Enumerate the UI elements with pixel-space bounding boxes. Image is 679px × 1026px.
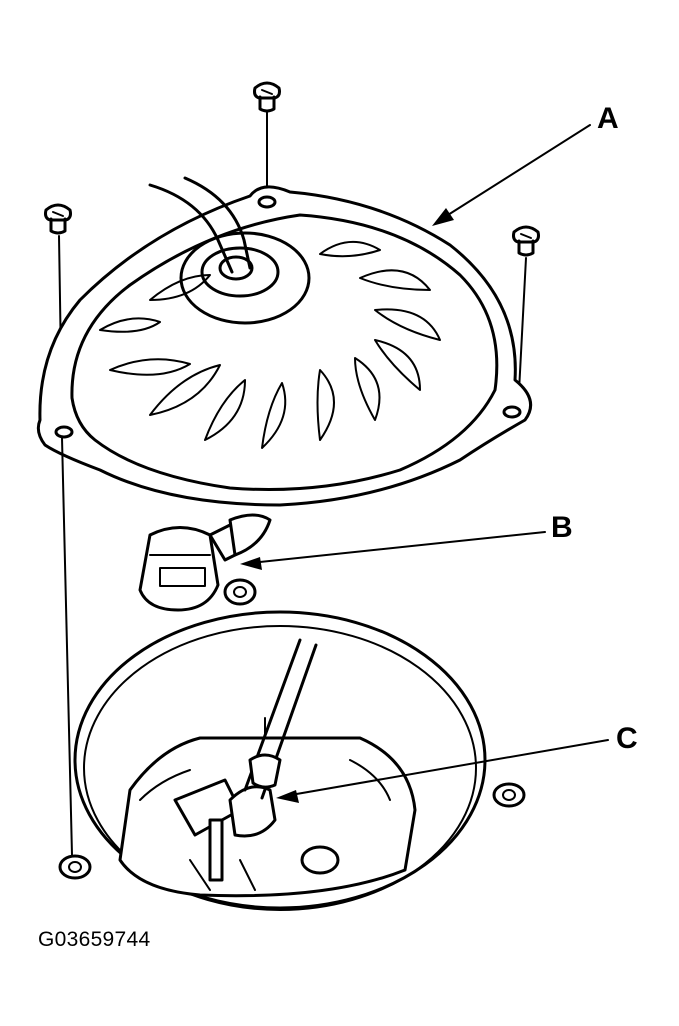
access-hole: [73, 610, 487, 911]
leader-arrow-a: [432, 124, 591, 226]
screw-top: [253, 81, 281, 197]
leader-arrow-b: [240, 531, 546, 570]
callout-label-b: B: [551, 511, 573, 544]
callout-label-c: C: [616, 722, 638, 755]
callout-label-a: A: [597, 102, 619, 135]
connector-b: [138, 513, 272, 612]
tank-screw-hole-left: [58, 437, 92, 880]
wire-harness: [148, 176, 252, 274]
tank-screw-hole-right: [492, 782, 526, 808]
leader-arrow-c: [276, 739, 609, 803]
fuel-pump-c: [118, 638, 417, 898]
figure-id: G03659744: [38, 928, 151, 951]
cover-plate-a: [36, 185, 533, 507]
